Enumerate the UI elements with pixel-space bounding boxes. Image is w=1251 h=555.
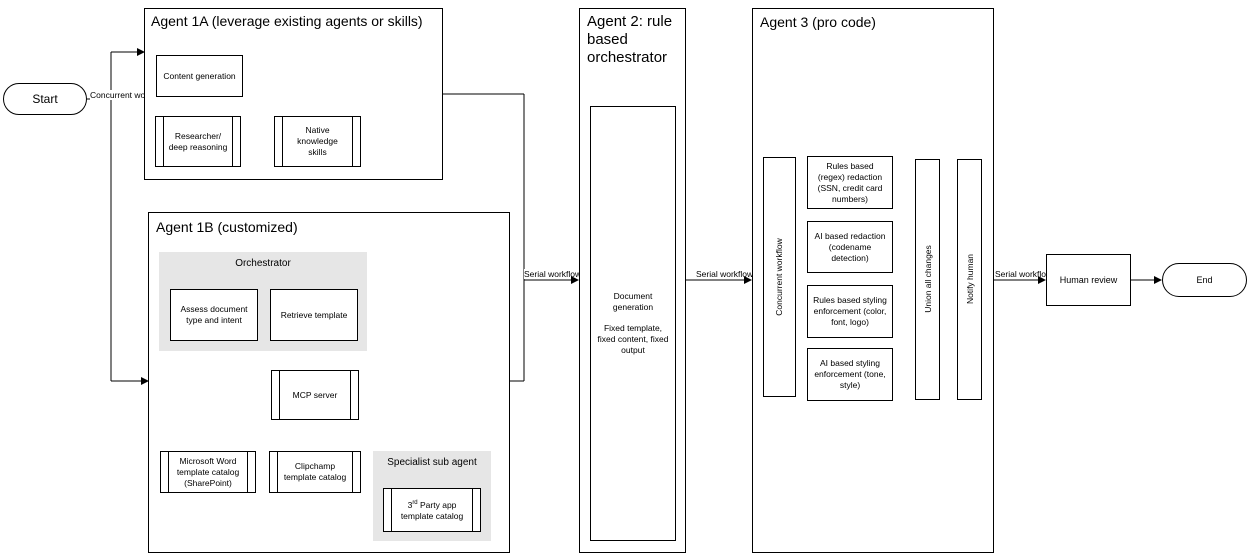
ai-styling-node: AI based styling enforcement (tone, styl… — [807, 348, 893, 401]
content-generation-label: Content generation — [163, 70, 236, 81]
content-generation-node: Content generation — [156, 55, 243, 97]
regex-redaction-node: Rules based (regex) redaction (SSN, cred… — [807, 156, 893, 209]
assess-document-node: Assess document type and intent — [170, 289, 258, 341]
third-party-pre: 3 — [407, 499, 413, 510]
clipchamp-catalog-label: Clipchamp template catalog — [283, 461, 347, 482]
mcp-server-label: MCP server — [292, 389, 338, 400]
concurrent-workflow-node — [763, 157, 796, 397]
document-generation-node: Document generation Fixed template, fixe… — [590, 106, 676, 541]
ai-redaction-node: AI based redaction (codename detection) — [807, 221, 893, 273]
agent-2-title: Agent 2: rule based orchestrator — [587, 13, 673, 66]
serial-workflow-edge-label-2: Serial workflow — [696, 269, 754, 279]
third-party-catalog-label: 3rd Party app template catalog — [396, 498, 468, 522]
agent-1a-title: Agent 1A (leverage existing agents or sk… — [151, 13, 423, 29]
notify-human-label: Notify human — [965, 253, 975, 305]
retrieve-template-label: Retrieve template — [280, 309, 348, 320]
word-catalog-label: Microsoft Word template catalog (SharePo… — [176, 455, 240, 488]
third-party-post: Party app template catalog — [400, 499, 464, 521]
native-skills-node: Native knowledge skills — [274, 116, 361, 167]
third-party-catalog-node: 3rd Party app template catalog — [383, 488, 481, 532]
third-party-sup: rd — [412, 500, 418, 507]
start-label: Start — [32, 92, 58, 106]
retrieve-template-node: Retrieve template — [270, 289, 358, 341]
mcp-server-node: MCP server — [271, 370, 359, 420]
serial-workflow-edge-label-3: Serial workflow — [995, 269, 1053, 279]
concurrent-workflow-label: Concurrent workflow — [774, 238, 784, 316]
document-generation-label: Document generation — [612, 291, 654, 312]
researcher-label: Researcher/ deep reasoning — [168, 130, 228, 152]
native-skills-label: Native knowledge skills — [297, 125, 338, 157]
end-node: End — [1162, 263, 1247, 297]
specialist-title: Specialist sub agent — [387, 457, 477, 468]
ai-styling-label: AI based styling enforcement (tone, styl… — [814, 358, 886, 390]
notify-human-node — [957, 159, 982, 400]
end-label: End — [1196, 275, 1213, 285]
ai-redaction-label: AI based redaction (codename detection) — [814, 230, 886, 263]
serial-workflow-edge-label-1: Serial workflow — [524, 269, 582, 279]
union-changes-node — [915, 159, 940, 400]
human-review-label: Human review — [1059, 274, 1118, 285]
regex-redaction-label: Rules based (regex) redaction (SSN, cred… — [817, 160, 883, 204]
orchestrator-title: Orchestrator — [235, 258, 291, 269]
concurrent-workflow-edge-label: Concurrent workflow — [90, 90, 168, 100]
rules-styling-label: Rules based styling enforcement (color, … — [813, 295, 887, 327]
union-changes-label: Union all changes — [923, 245, 933, 313]
rules-styling-node: Rules based styling enforcement (color, … — [807, 285, 893, 338]
researcher-node: Researcher/ deep reasoning — [155, 116, 241, 167]
clipchamp-catalog-node: Clipchamp template catalog — [269, 451, 361, 493]
word-catalog-node: Microsoft Word template catalog (SharePo… — [160, 451, 256, 493]
start-node: Start — [3, 83, 87, 115]
agent-1b-title: Agent 1B (customized) — [156, 219, 298, 235]
document-fixed-label: Fixed template, fixed content, fixed out… — [597, 323, 669, 355]
agent-3-title: Agent 3 (pro code) — [760, 14, 876, 30]
human-review-node: Human review — [1046, 254, 1131, 306]
assess-document-label: Assess document type and intent — [180, 304, 248, 325]
